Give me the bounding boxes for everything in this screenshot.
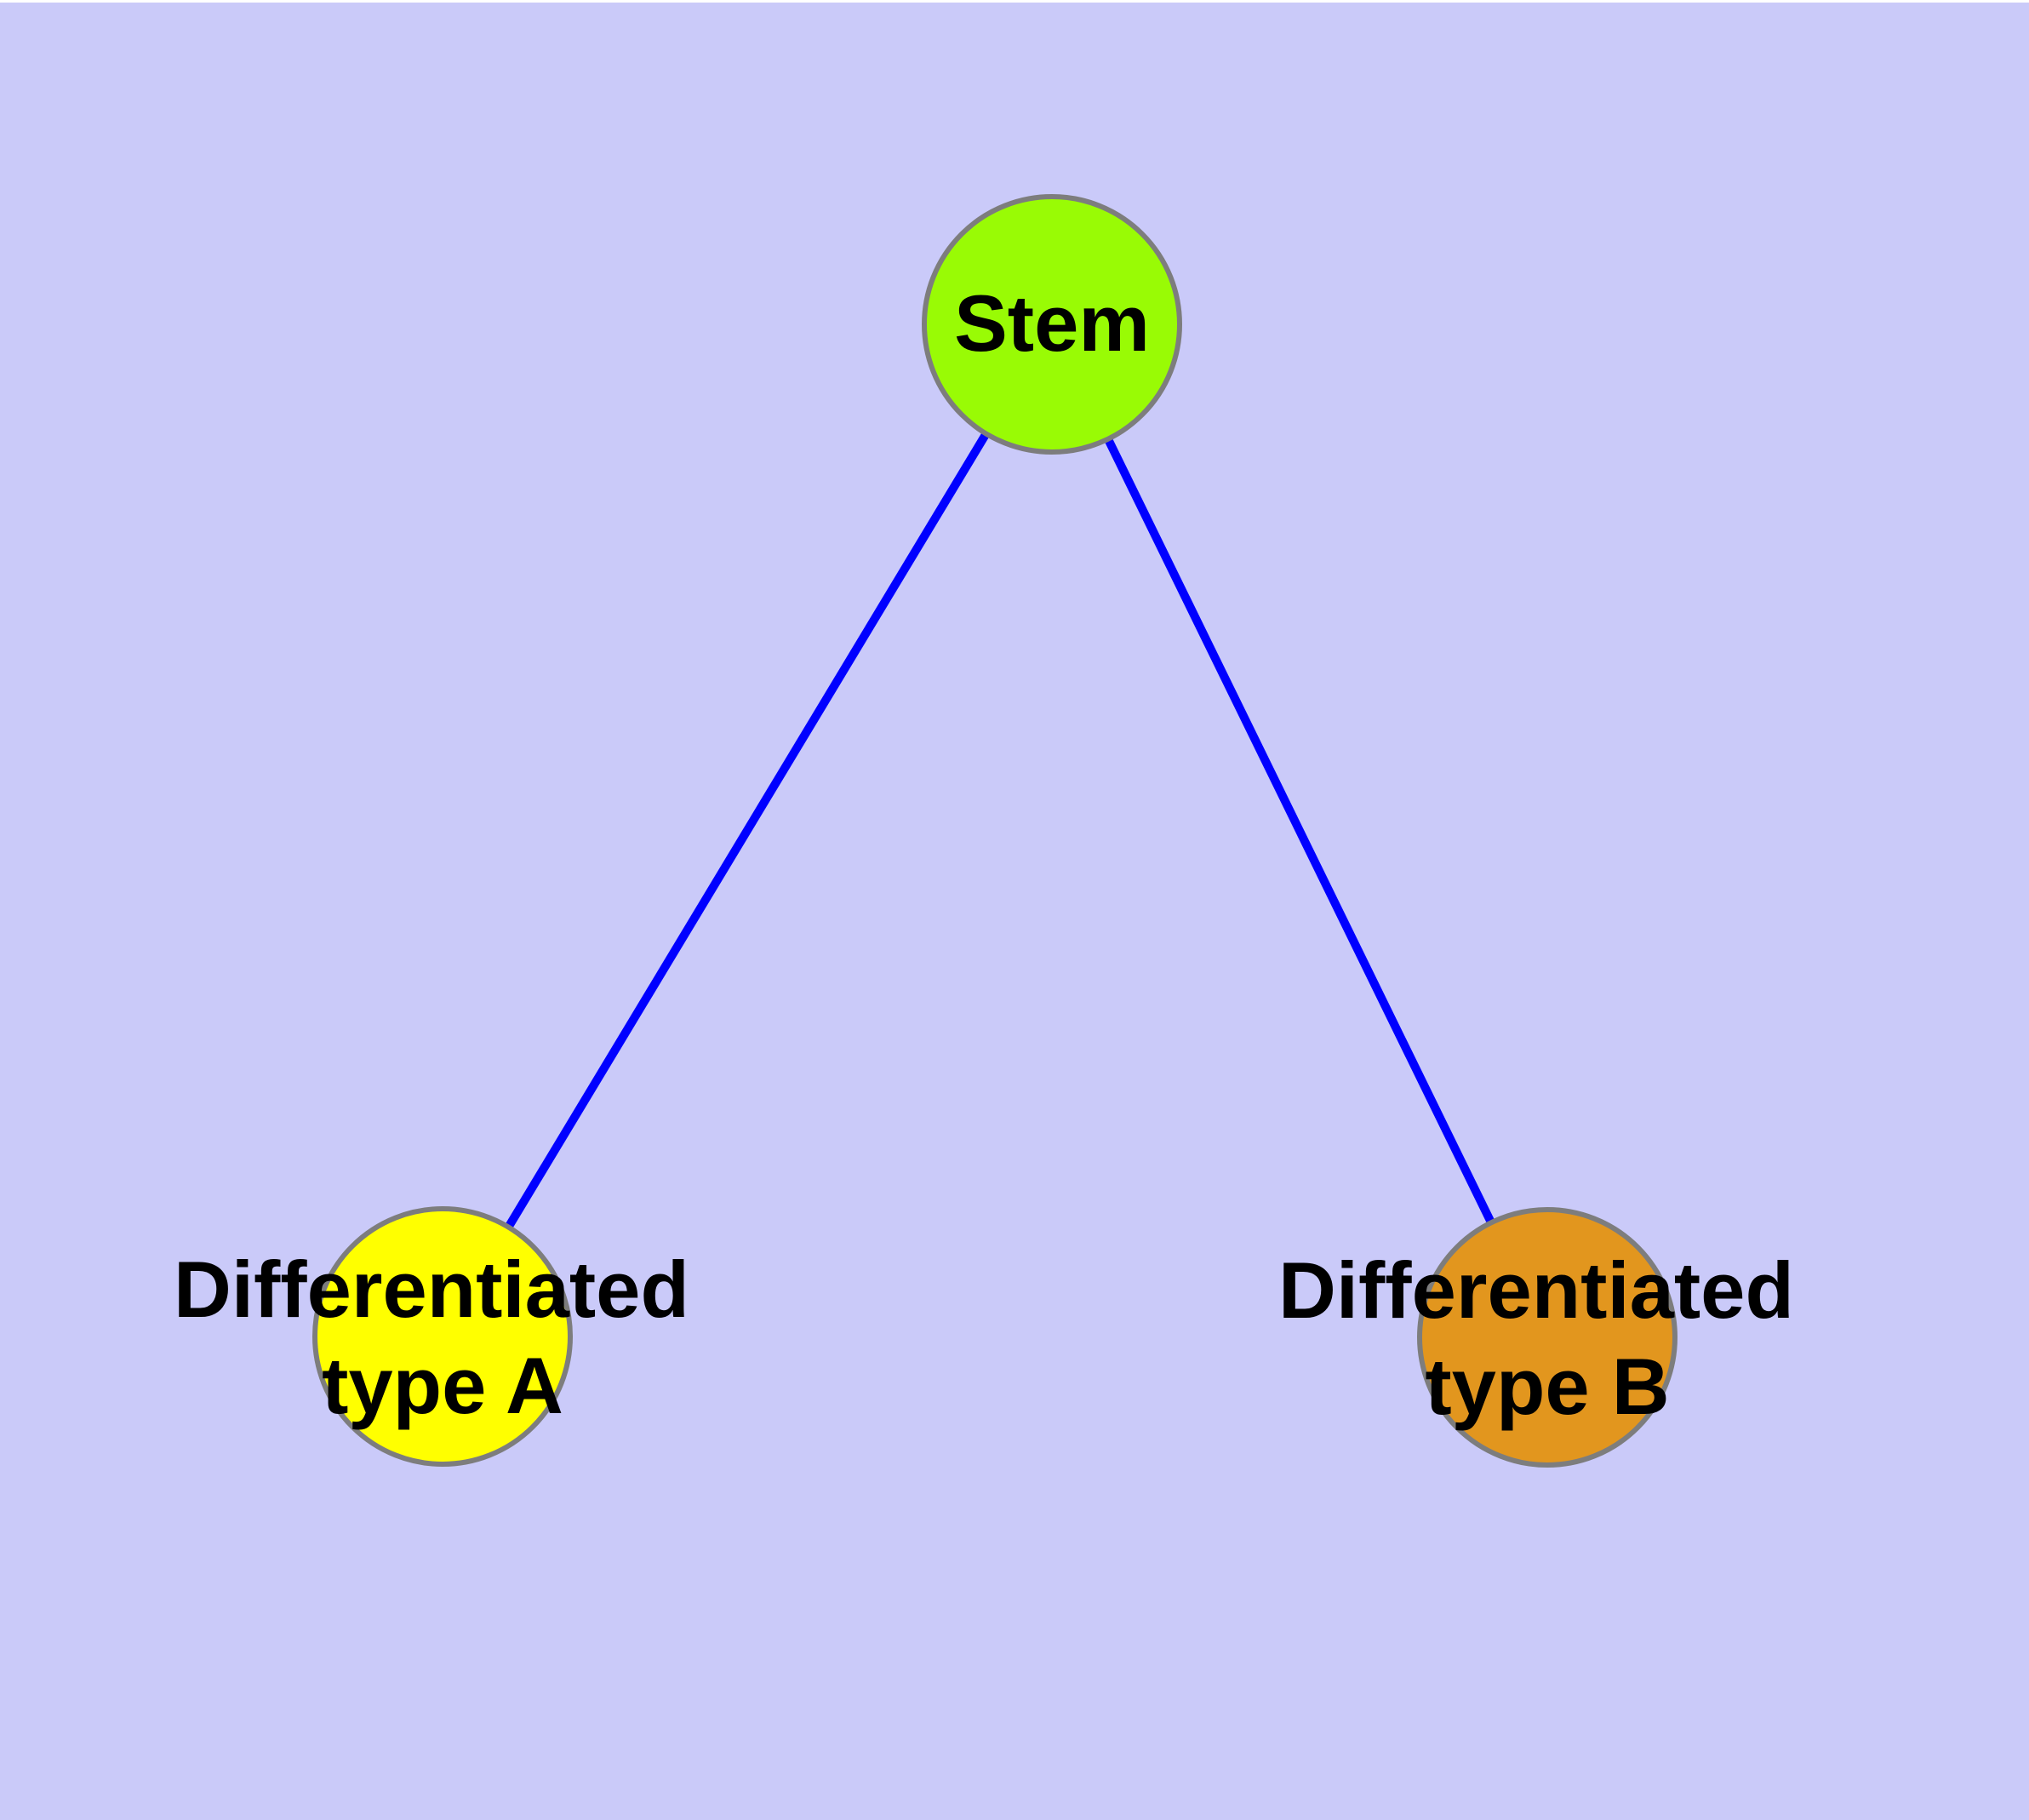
node-label-type-b-line2: type B [1425,1342,1669,1431]
edge-stem-to-type-b [1048,322,1552,1340]
node-label-type-a-line2: type A [322,1341,563,1430]
node-label-stem: Stem [954,278,1150,368]
node-label-differentiated-type-b: Differentiated type B [1278,1245,1816,1431]
node-label-type-a-line1: Differentiated [174,1245,689,1334]
node-stem [922,194,1182,455]
node-label-stem-line1: Stem [954,278,1150,368]
node-differentiated-type-b [1417,1207,1677,1468]
node-label-type-b-line1: Differentiated [1278,1245,1794,1335]
node-differentiated-type-a [312,1206,573,1467]
node-label-differentiated-type-a: Differentiated type A [174,1245,712,1430]
edge-stem-to-type-a [438,322,1056,1339]
